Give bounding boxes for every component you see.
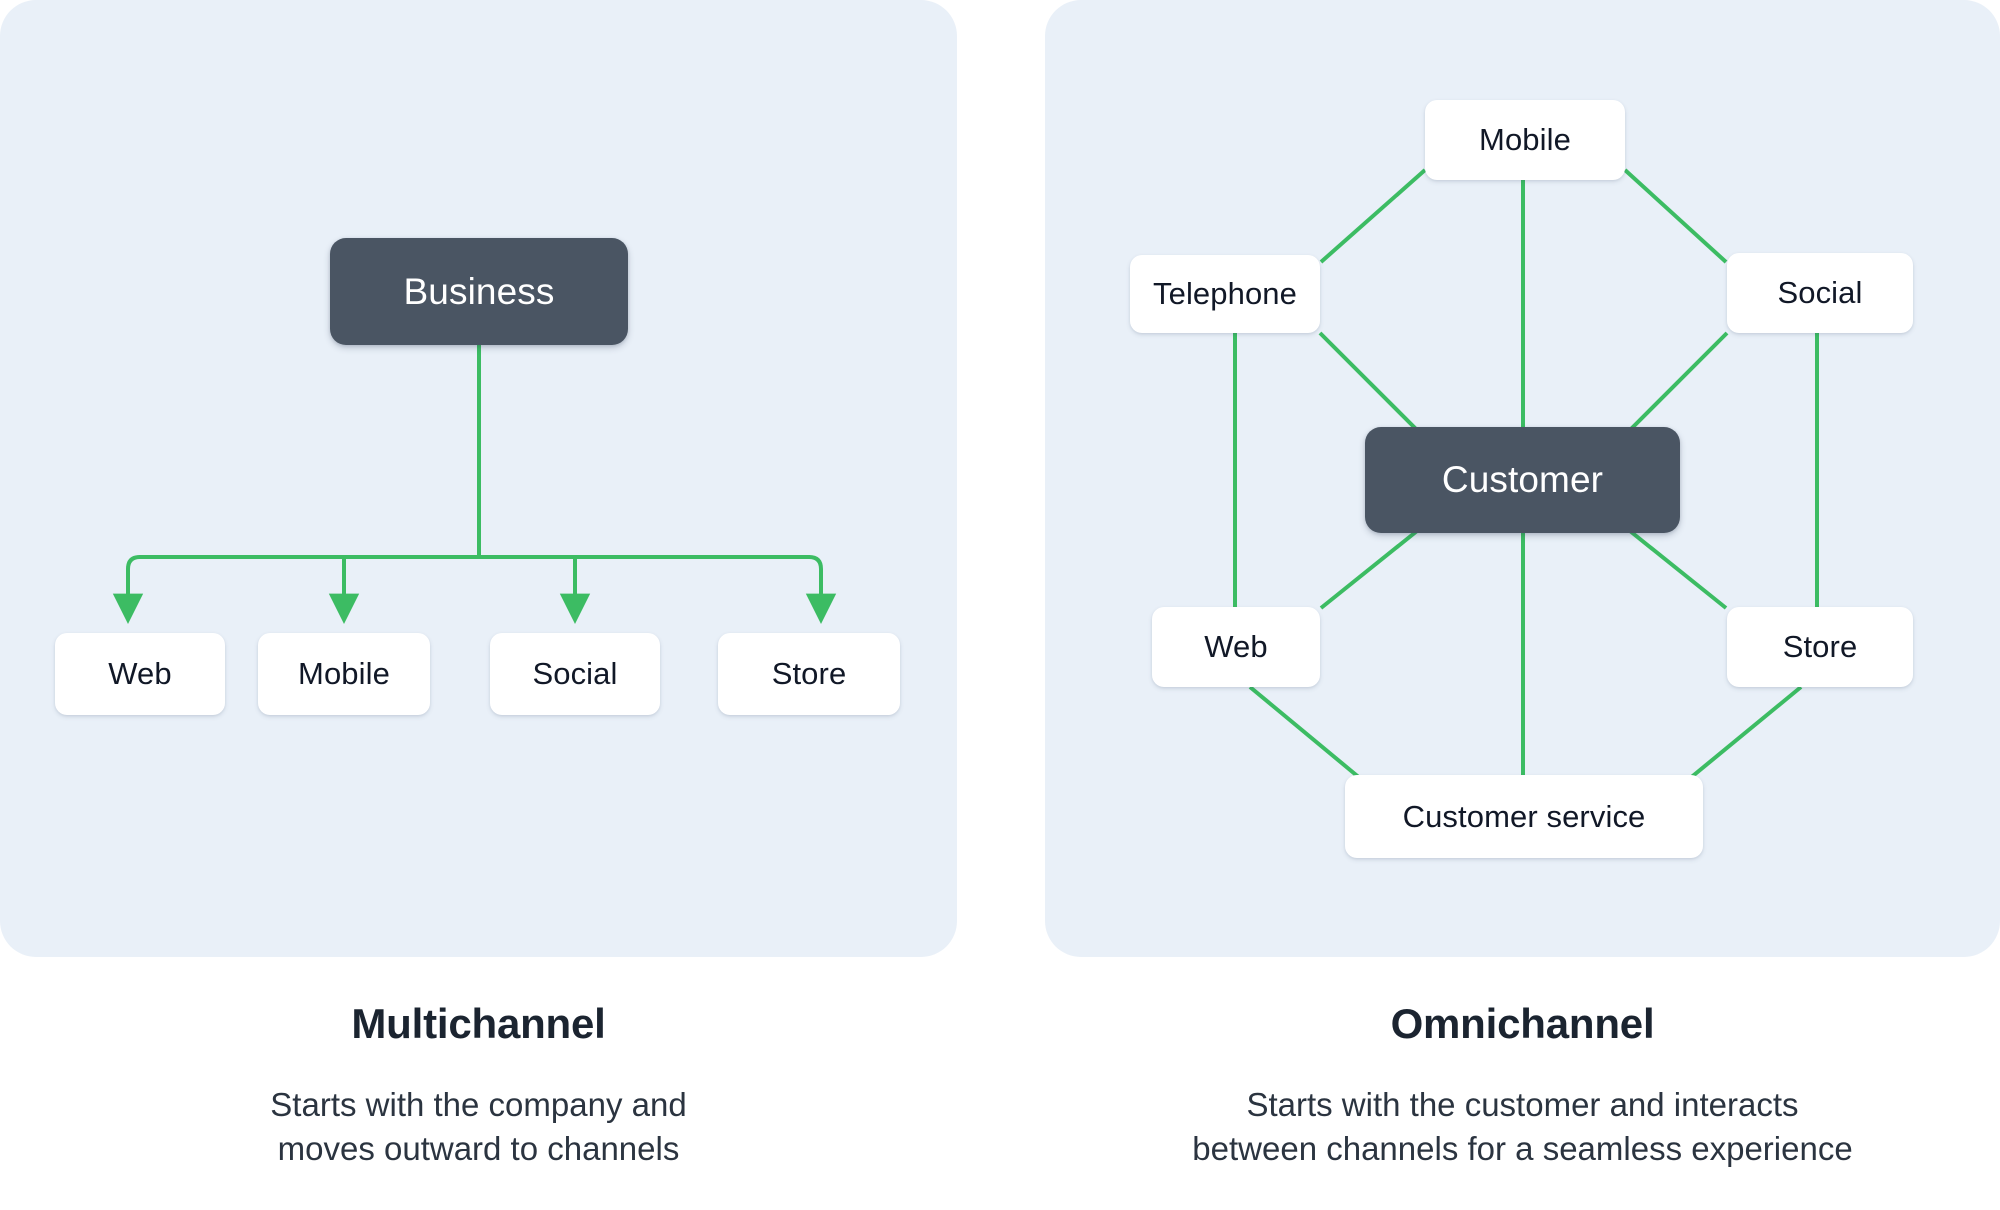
node-omnichannel-social[interactable]: Social (1727, 253, 1913, 333)
multichannel-panel: Business Web Mobile Social Store (0, 0, 957, 957)
node-omnichannel-web[interactable]: Web (1152, 607, 1320, 687)
edge-business-store (805, 555, 837, 625)
node-omnichannel-store[interactable]: Store (1727, 607, 1913, 687)
edge-mobile-telephone (1319, 168, 1427, 264)
node-omnichannel-mobile[interactable]: Mobile (1425, 100, 1625, 180)
omnichannel-title: Omnichannel (1390, 1000, 1655, 1047)
edge-customer-store (1628, 529, 1728, 610)
multichannel-description: Starts with the company and moves outwar… (0, 1083, 957, 1171)
node-label: Web (1204, 629, 1268, 664)
description-line-2: moves outward to channels (277, 1129, 680, 1167)
description-line-2: between channels for a seamless experien… (1192, 1129, 1853, 1167)
node-customer[interactable]: Customer (1365, 427, 1680, 533)
multichannel-caption: Multichannel Starts with the company and… (0, 1003, 957, 1171)
omnichannel-description: Starts with the customer and interacts b… (1045, 1083, 2000, 1171)
node-label: Mobile (298, 656, 390, 691)
node-label: Social (532, 656, 618, 691)
edge-web-customer-service (1248, 685, 1369, 786)
node-omnichannel-customer-service[interactable]: Customer service (1345, 775, 1703, 858)
node-multichannel-web[interactable]: Web (55, 633, 225, 715)
node-multichannel-mobile[interactable]: Mobile (258, 633, 430, 715)
node-label: Telephone (1153, 276, 1297, 311)
multichannel-title: Multichannel (351, 1000, 606, 1047)
node-business[interactable]: Business (330, 238, 628, 345)
node-customer-label: Customer (1441, 459, 1604, 500)
node-multichannel-social[interactable]: Social (490, 633, 660, 715)
edge-customer-web (1319, 529, 1419, 610)
node-label: Store (771, 656, 847, 691)
node-label: Mobile (1479, 122, 1571, 157)
node-label: Web (108, 656, 172, 691)
node-omnichannel-telephone[interactable]: Telephone (1130, 255, 1320, 333)
edge-store-customer-service (1681, 685, 1803, 786)
edge-mobile-social (1623, 168, 1728, 264)
node-label: Customer service (1402, 798, 1646, 834)
node-business-label: Business (403, 270, 555, 312)
multichannel-connectors (112, 345, 837, 625)
node-multichannel-store[interactable]: Store (718, 633, 900, 715)
edge-business-web (112, 555, 144, 625)
node-label: Social (1777, 275, 1863, 310)
edge-customer-telephone (1318, 331, 1419, 432)
node-label: Store (1782, 629, 1858, 664)
edge-customer-social (1628, 331, 1729, 432)
omnichannel-caption: Omnichannel Starts with the customer and… (1045, 1003, 2000, 1171)
omnichannel-panel: Customer Mobile Telephone Social Web Sto… (1045, 0, 2000, 957)
description-line-1: Starts with the company and (270, 1086, 687, 1123)
description-line-1: Starts with the customer and interacts (1246, 1086, 1799, 1123)
